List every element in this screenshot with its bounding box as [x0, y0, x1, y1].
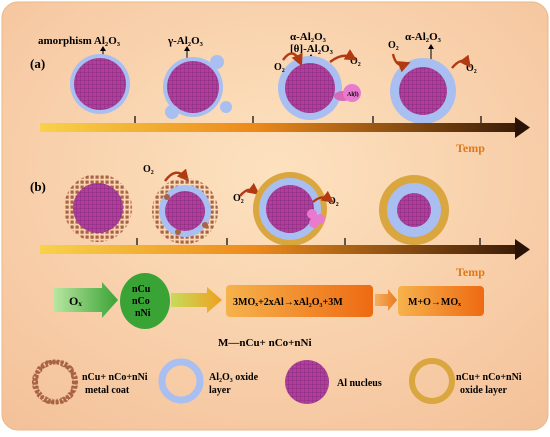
- flow-arrow-2: [375, 289, 397, 311]
- o2-curve-b3-left: [239, 182, 260, 197]
- metal-ni-label: nNi: [135, 308, 151, 319]
- temperature-arrow-b: [40, 238, 530, 260]
- legend-metal-oxide-line1: nCu+ nCo+nNi: [456, 372, 522, 383]
- particle-a4: [390, 58, 456, 124]
- metal-definition: M—nCu+ nCo+nNi: [218, 337, 312, 349]
- legend-metal-coat-line2: metal coat: [85, 385, 130, 396]
- temp-label-a: Temp: [456, 141, 485, 155]
- ox-label: Oₓ: [69, 294, 82, 308]
- particle-b4: [379, 175, 449, 245]
- metals-ellipse: nCu nCo nNi: [120, 273, 170, 329]
- legend-nucleus: Al nucleus: [285, 360, 382, 404]
- o2-label-b3-right: O₂: [328, 196, 339, 207]
- panel-b-label: (b): [30, 179, 46, 194]
- legend-oxide-line1: Al₂O₃ oxide: [209, 372, 259, 383]
- o2-label-a4-right: O₂: [466, 63, 477, 74]
- legend-metal-oxide: nCu+ nCo+nNi oxide layer: [409, 358, 522, 404]
- particle-b1: [64, 174, 132, 242]
- al-ion-label: Al(l): [347, 91, 359, 98]
- reaction-2-label: M+O→MOₓ: [408, 297, 461, 308]
- metal-cu-label: nCu: [132, 284, 151, 295]
- panel-a-label: (a): [30, 56, 45, 71]
- o2-curve-a4-right: [451, 54, 471, 69]
- reaction-box-2: M+O→MOₓ: [398, 286, 484, 316]
- ox-arrow: Oₓ: [54, 282, 118, 318]
- legend-oxide-line2: layer: [209, 385, 231, 396]
- legend-metal-coat-line1: nCu+ nCo+nNi: [82, 372, 148, 383]
- o2-label-b2: O₂: [143, 164, 154, 175]
- temp-label-b: Temp: [456, 265, 485, 279]
- legend-metal-coat: nCu+ nCo+nNi metal coat: [32, 359, 148, 405]
- particle-b2: [152, 178, 218, 244]
- temperature-arrow-a: [40, 116, 530, 138]
- o2-curve-a3-left: [282, 52, 303, 67]
- panel-a-stage2-label: γ-Al₂O₃: [167, 35, 204, 47]
- panel-a-stage1-label: amorphism Al₂O₃: [38, 35, 121, 47]
- particle-a1: [70, 54, 130, 114]
- o2-label-a3-right: O₂: [350, 56, 361, 67]
- o2-curve-a4-left: [391, 53, 411, 73]
- o2-curve-b2: [164, 168, 190, 182]
- panel-a-stage4-label: α-Al₂O₃: [405, 31, 442, 43]
- o2-label-a4-left: O₂: [388, 40, 399, 51]
- reaction-box-1: 3MOₓ+2xAl→xAl₂O₃+3M: [226, 285, 373, 317]
- o2-label-b3-left: O₂: [233, 193, 244, 204]
- o2-label-a3-left: O₂: [274, 62, 285, 73]
- o2-curve-a3-right: [329, 49, 358, 63]
- reaction-1-label: 3MOₓ+2xAl→xAl₂O₃+3M: [233, 297, 343, 308]
- legend-metal-oxide-line2: oxide layer: [460, 385, 507, 396]
- metal-co-label: nCo: [132, 296, 150, 307]
- legend-nucleus-label: Al nucleus: [337, 378, 382, 389]
- particle-a3: Al(l): [278, 56, 361, 120]
- particle-b3: [253, 172, 327, 246]
- panel-a-stage3-label-2: [θ]-Al₂O₃: [290, 43, 334, 55]
- o2-curve-b3-right: [312, 190, 334, 203]
- panel-a-stage3-label-1: α-Al₂O₃: [290, 31, 327, 43]
- legend-alumina: Al₂O₃ oxide layer: [158, 358, 259, 404]
- flow-arrow-1: [171, 287, 222, 313]
- particle-a2: [163, 55, 232, 119]
